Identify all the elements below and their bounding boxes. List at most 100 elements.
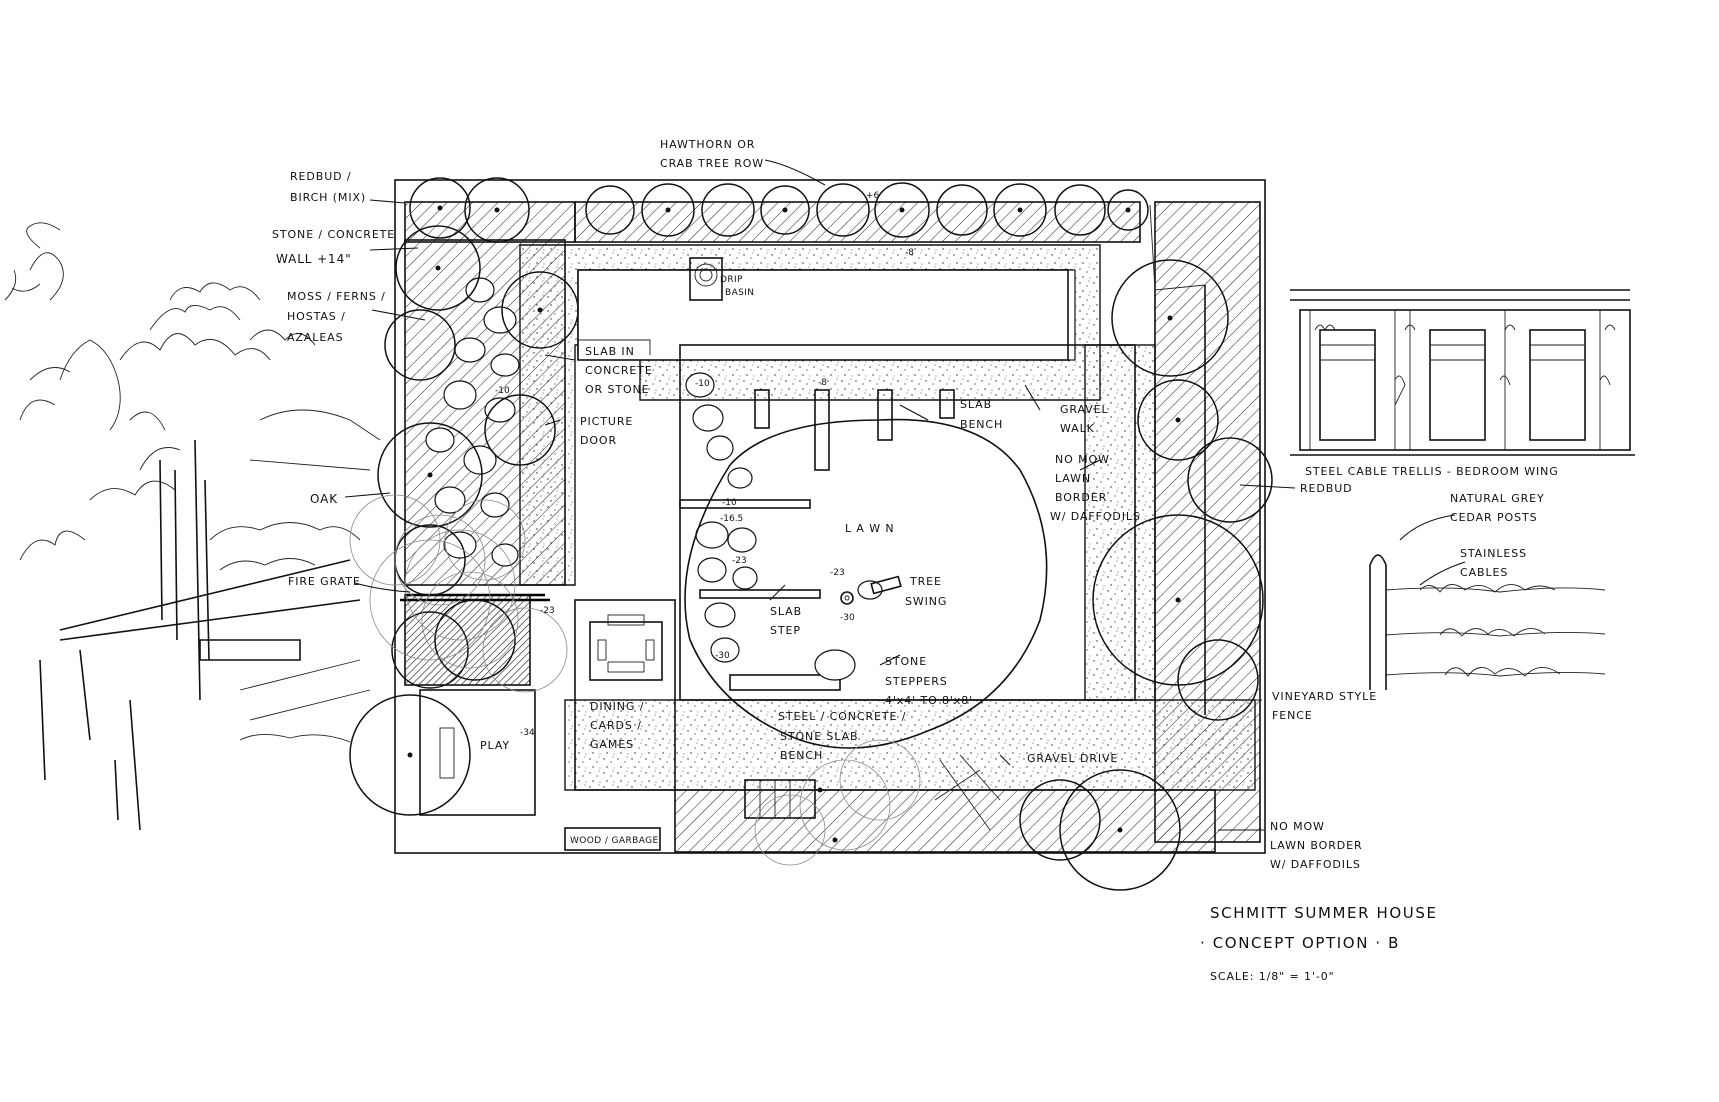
play-area [419, 689, 536, 816]
hawthorn-row-canopies [585, 182, 1149, 238]
grade-minus23-c: -23 [540, 606, 555, 616]
label-cedar-posts-2: CEDAR POSTS [1450, 511, 1537, 524]
label-no-mow-1c: BORDER [1055, 491, 1107, 504]
west-stones [425, 277, 520, 567]
wood-garbage-box [564, 827, 661, 851]
label-stainless-cables: STAINLESS [1460, 547, 1527, 560]
grade-minus30-a: -30 [840, 613, 855, 623]
grade-minus16-5: -16.5 [720, 514, 743, 524]
label-slab-step-2: STEP [770, 624, 801, 637]
south-canopy [1059, 769, 1181, 891]
grade-minus8-top: -8 [905, 248, 914, 258]
property-boundary [394, 179, 1266, 854]
label-slab-3: OR STONE [585, 383, 650, 396]
label-no-mow-2: NO MOW [1270, 820, 1325, 833]
label-stainless-cables-2: CABLES [1460, 566, 1508, 579]
label-moss: MOSS / FERNS / [287, 290, 386, 303]
label-steel-bench: STEEL / CONCRETE / [778, 710, 906, 723]
label-gravel-drive: GRAVEL DRIVE [1027, 752, 1118, 765]
label-lawn: L A W N [845, 522, 895, 535]
trellis-elevation [1290, 289, 1635, 456]
plan-title: SCHMITT SUMMER HOUSE [1210, 904, 1438, 922]
north-redbud-band [404, 201, 576, 243]
label-slab: SLAB IN [585, 345, 635, 358]
label-redbud: REDBUD [1300, 482, 1353, 495]
label-steel-bench-2: STONE SLAB [780, 730, 858, 743]
label-gravel-walk-2: WALK [1060, 422, 1095, 435]
stone-steppers [685, 372, 883, 681]
label-redbud-birch: REDBUD / [290, 170, 352, 183]
label-tree-swing: TREE [909, 575, 942, 588]
label-stone-steppers-3: 4'x4' TO 8'x8' [885, 694, 973, 707]
grade-minus23-a: -23 [732, 556, 747, 566]
label-wood-garbage: WOOD / GARBAGE [570, 836, 659, 846]
grade-minus30-b: -30 [715, 651, 730, 661]
label-cedar-posts: NATURAL GREY [1450, 492, 1545, 505]
title-block: SCHMITT SUMMER HOUSE · CONCEPT OPTION · … [1200, 904, 1438, 983]
perspective-sketch [4, 222, 381, 831]
label-no-mow-1b: LAWN [1055, 472, 1091, 485]
label-no-mow-2b: LAWN BORDER [1270, 839, 1363, 852]
label-stone-steppers: STONE [885, 655, 927, 668]
grade-minus10-a: -10 [495, 386, 510, 396]
label-no-mow-1: NO MOW [1055, 453, 1110, 466]
grade-minus34: -34 [520, 728, 535, 738]
east-canopies [1092, 259, 1273, 721]
leader-lines [344, 159, 1466, 831]
label-moss-3: AZALEAS [287, 331, 343, 344]
south-planting-band [674, 789, 1216, 853]
plan-scale: SCALE: 1/8" = 1'-0" [1210, 970, 1335, 983]
label-no-mow-1d: W/ DAFFODILS [1050, 510, 1141, 523]
gravel-drive [564, 699, 1256, 791]
slab-step-upper [679, 499, 811, 509]
grade-plus6: +6 [866, 191, 880, 201]
label-drip-basin-2: BASIN [725, 288, 754, 298]
redbud-birch-canopy [409, 177, 471, 239]
label-moss-2: HOSTAS / [287, 310, 346, 323]
label-picture-door-2: DOOR [580, 434, 617, 447]
lawn-circle [684, 418, 1048, 749]
label-hawthorn: HAWTHORN OR [660, 138, 755, 151]
label-gravel-walk: GRAVEL [1060, 403, 1109, 416]
grade-marks: +6 -8 -8 -10 -10 -10 -16.5 -23 -23 -23 -… [495, 191, 914, 738]
grade-minus23-b: -23 [830, 568, 845, 578]
label-fire-grate: FIRE GRATE [288, 575, 361, 588]
label-stone-steppers-2: STEPPERS [885, 675, 948, 688]
plan-annotations: REDBUD / BIRCH (MIX) HAWTHORN OR CRAB TR… [272, 138, 1559, 871]
label-redbud-birch-2: BIRCH (MIX) [290, 191, 366, 204]
label-play: PLAY [480, 739, 510, 752]
label-vineyard-fence-2: FENCE [1272, 709, 1313, 722]
label-oak: OAK [310, 492, 338, 506]
grade-minus8-mid: -8 [818, 378, 827, 388]
tree-trunk-dots [407, 205, 1181, 843]
label-tree-swing-2: SWING [905, 595, 947, 608]
tree-swing-seat [870, 575, 902, 595]
label-dining-3: GAMES [590, 738, 634, 751]
label-slab-step: SLAB [770, 605, 802, 618]
fence-detail [1369, 554, 1606, 690]
label-slab-2: CONCRETE [585, 364, 653, 377]
steel-concrete-bench [744, 779, 816, 819]
label-drip-basin: DRIP [720, 275, 743, 285]
label-dining: DINING / [590, 700, 644, 713]
slab-bench [754, 389, 770, 429]
label-no-mow-2c: W/ DAFFODILS [1270, 858, 1361, 871]
pencil-shading [349, 494, 921, 866]
west-canopies [349, 225, 579, 816]
label-wall-2: WALL +14" [276, 252, 352, 266]
label-slab-bench: SLAB [960, 398, 992, 411]
label-steel-bench-3: BENCH [780, 749, 823, 762]
dining-area [574, 599, 676, 791]
label-vineyard-fence: VINEYARD STYLE [1272, 690, 1377, 703]
grade-minus10-b: -10 [695, 379, 710, 389]
tree-swing-trunk [840, 591, 854, 605]
label-wall: STONE / CONCRETE [272, 228, 395, 241]
site-plan [349, 177, 1273, 891]
grade-minus10-c: -10 [722, 498, 737, 508]
label-hawthorn-2: CRAB TREE ROW [660, 157, 764, 170]
label-slab-bench-2: BENCH [960, 418, 1003, 431]
label-trellis: STEEL CABLE TRELLIS - BEDROOM WING [1305, 465, 1559, 478]
slab-step-lower [699, 589, 821, 599]
label-dining-2: CARDS / [590, 719, 642, 732]
